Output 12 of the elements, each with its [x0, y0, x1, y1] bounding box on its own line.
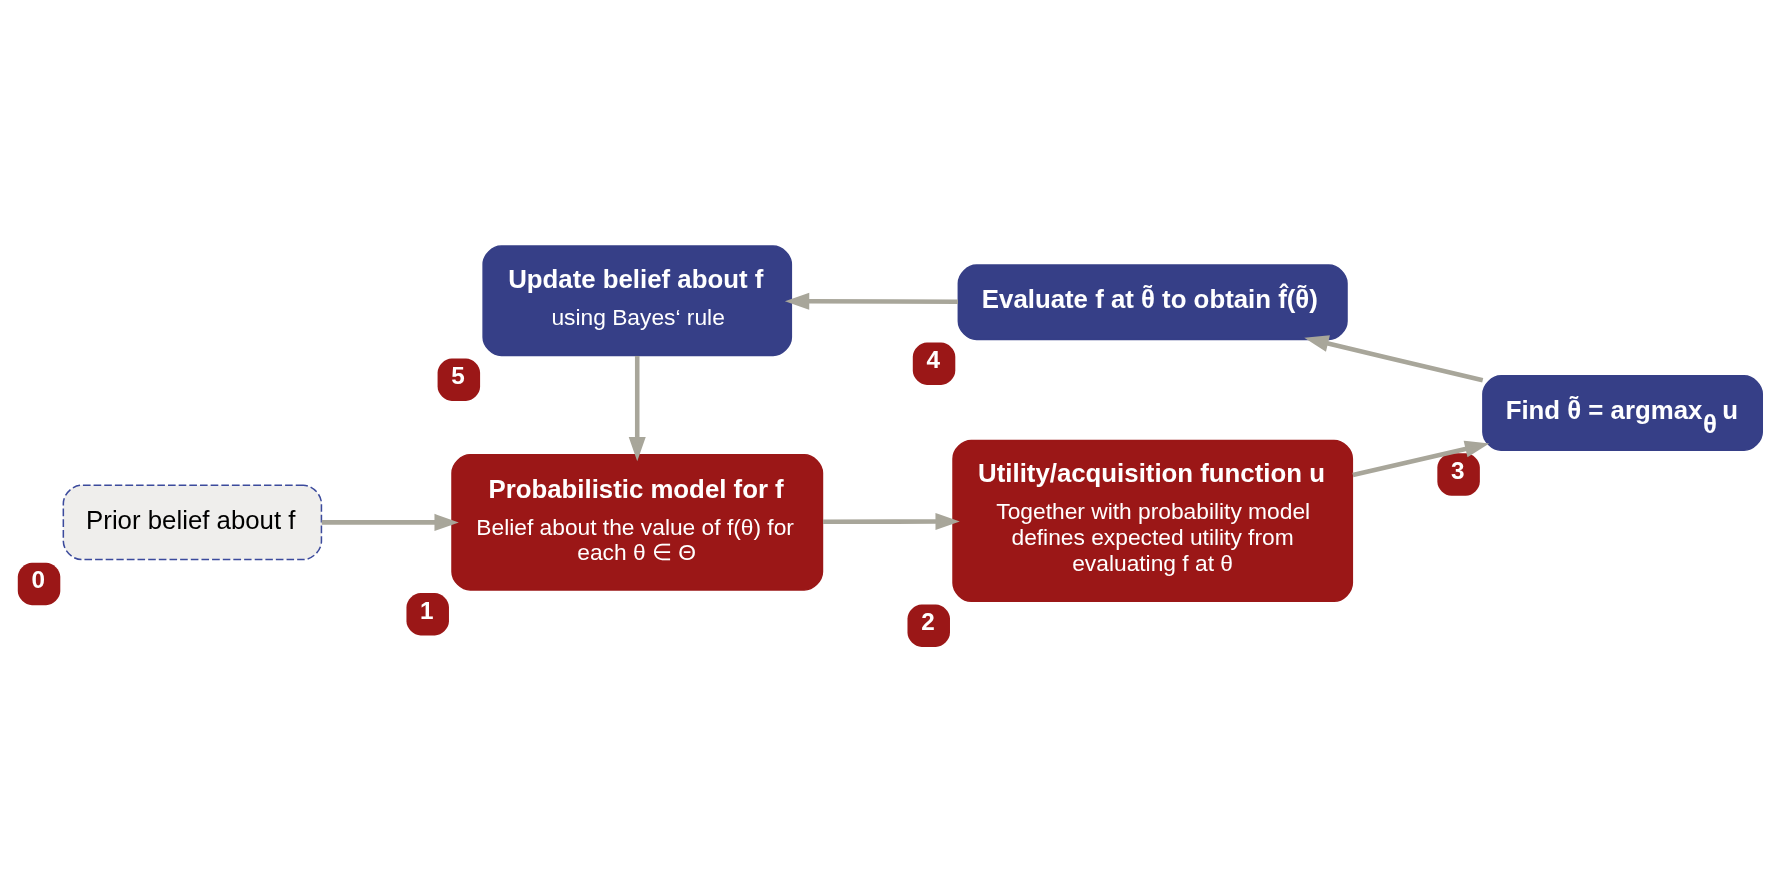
- node-label: 1: [420, 596, 434, 624]
- node-label: 4: [926, 345, 940, 373]
- arrow: [628, 355, 646, 462]
- arrow: [1304, 335, 1484, 383]
- arrow: [321, 513, 459, 531]
- node-label: 5: [451, 361, 465, 389]
- node-label: 2: [921, 607, 935, 635]
- arrow: [784, 292, 958, 310]
- node-label: 3: [1451, 456, 1465, 484]
- node-label: 0: [31, 566, 45, 594]
- arrow: [823, 513, 960, 531]
- arrow: [1352, 440, 1490, 478]
